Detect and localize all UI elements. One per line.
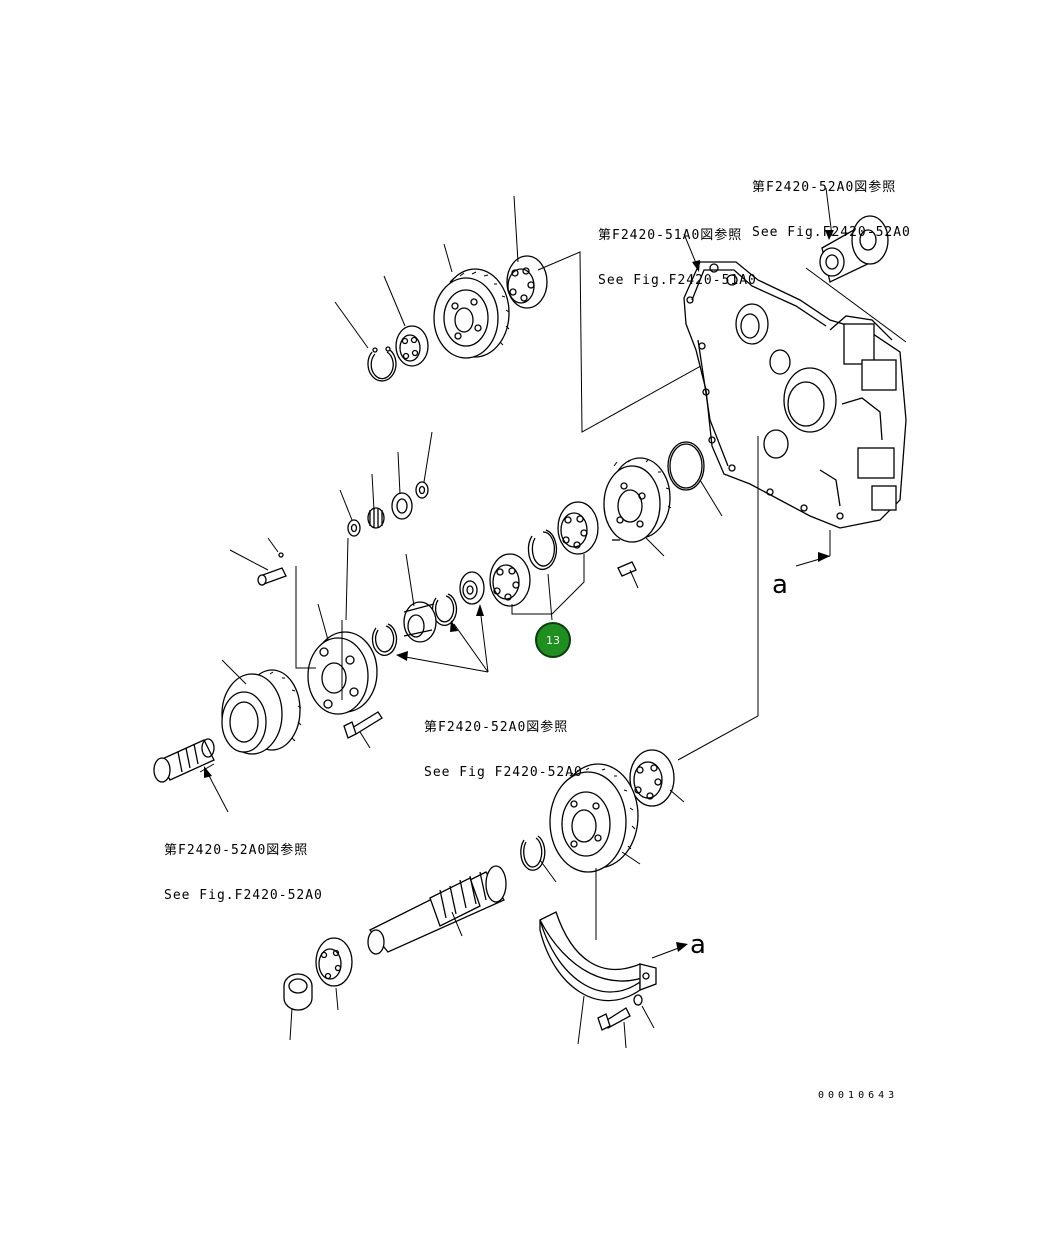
reference-middle: 第F2420-52A0図参照 See Fig F2420-52A0 bbox=[424, 690, 583, 795]
reference-top-right: 第F2420-52A0図参照 See Fig.F2420-52A0 bbox=[752, 150, 911, 255]
bearing-13b bbox=[489, 553, 531, 607]
o-ring bbox=[667, 441, 705, 491]
carrier-bolt bbox=[343, 711, 383, 739]
top-bearing bbox=[506, 255, 548, 309]
snap-ring-13 bbox=[527, 529, 558, 570]
snap-ring-carrier bbox=[371, 623, 398, 656]
needle-bearing-b bbox=[391, 492, 413, 520]
lower-snap-ring bbox=[520, 835, 546, 871]
cover-bolt bbox=[597, 1007, 631, 1031]
reference-en: See Fig.F2420-52A0 bbox=[752, 225, 911, 240]
top-bearing-small bbox=[395, 325, 429, 367]
carrier-small-gear bbox=[459, 571, 485, 605]
ring-gear bbox=[221, 669, 302, 755]
reference-jp: 第F2420-52A0図参照 bbox=[752, 180, 897, 195]
shaft-pin bbox=[257, 567, 287, 586]
top-snap-ring bbox=[367, 346, 397, 382]
reference-jp: 第F2420-52A0図参照 bbox=[164, 843, 309, 858]
washer-small bbox=[347, 519, 361, 537]
plug bbox=[819, 215, 889, 283]
arrow-label-a-lower: a bbox=[690, 930, 706, 960]
reference-jp: 第F2420-52A0図参照 bbox=[424, 720, 569, 735]
cover-washer bbox=[633, 994, 643, 1006]
arrow-label-a-upper: a bbox=[772, 570, 788, 600]
washer-b bbox=[415, 481, 429, 499]
reference-jp: 第F2420-51A0図参照 bbox=[598, 228, 743, 243]
output-shaft bbox=[367, 865, 507, 955]
reference-shaft: 第F2420-52A0図参照 See Fig.F2420-52A0 bbox=[164, 813, 323, 918]
reference-en: See Fig.F2420-52A0 bbox=[164, 888, 323, 903]
reference-housing: 第F2420-51A0図参照 See Fig.F2420-51A0 bbox=[598, 198, 757, 303]
lower-left-bearing bbox=[315, 937, 353, 987]
lower-bearing bbox=[629, 749, 675, 807]
pin-small bbox=[278, 552, 284, 558]
reference-en: See Fig F2420-52A0 bbox=[424, 765, 583, 780]
transmission-housing bbox=[683, 261, 907, 529]
guard-cover bbox=[539, 911, 657, 1002]
needle-bearing-c bbox=[403, 601, 437, 643]
snap-ring-mid bbox=[431, 593, 458, 626]
top-gear bbox=[433, 268, 510, 359]
bearing-13a bbox=[557, 501, 599, 555]
callout-13[interactable]: 13 bbox=[535, 622, 571, 658]
lower-gear bbox=[549, 763, 639, 873]
input-shaft bbox=[153, 738, 215, 783]
planet-carrier bbox=[307, 631, 378, 715]
bushing bbox=[283, 973, 313, 1011]
needle-bearing-small bbox=[367, 507, 385, 529]
dowel-pin bbox=[617, 561, 637, 577]
middle-gear bbox=[603, 457, 672, 543]
reference-en: See Fig.F2420-51A0 bbox=[598, 273, 757, 288]
document-number: 00010643 bbox=[818, 1090, 899, 1101]
